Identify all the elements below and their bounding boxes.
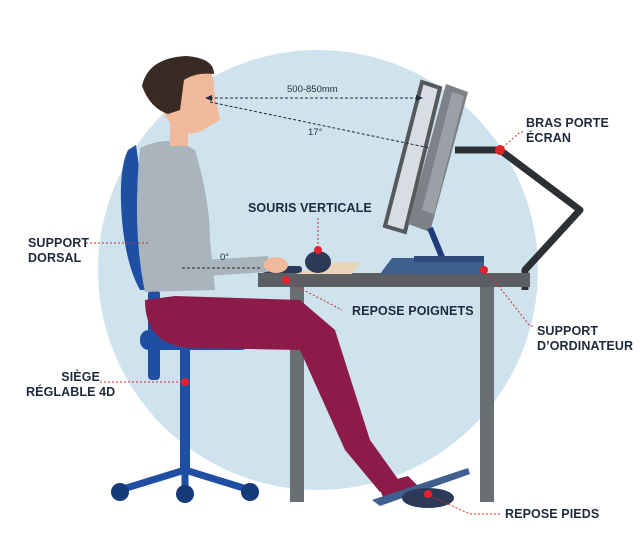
label-adjustable-seat-line-2: RÉGLABLE 4D xyxy=(26,385,116,399)
screen-angle-measurement: 17° xyxy=(308,127,323,138)
desk xyxy=(258,246,530,502)
label-wrist-rest: REPOSE POIGNETS xyxy=(352,304,474,318)
label-back-support-line-2: DORSAL xyxy=(28,251,82,265)
mouse-marker xyxy=(314,246,322,254)
label-monitor-arm: BRAS PORTE ÉCRAN xyxy=(526,116,609,146)
seat-marker xyxy=(181,378,189,386)
label-back-support: SUPPORT DORSAL xyxy=(28,236,89,266)
person xyxy=(136,56,424,500)
label-laptop-stand-line-2: D’ORDINATEUR xyxy=(537,339,634,353)
foot-rest xyxy=(372,468,470,508)
distance-measurement: 500-850mm xyxy=(287,84,338,95)
label-laptop-stand-line-1: SUPPORT xyxy=(537,324,599,338)
label-laptop-stand: SUPPORT D’ORDINATEUR xyxy=(537,324,633,354)
label-foot-rest: REPOSE PIEDS xyxy=(505,507,600,521)
monitors xyxy=(382,79,468,265)
label-vertical-mouse: SOURIS VERTICALE xyxy=(248,201,372,215)
sight-lines xyxy=(182,95,431,269)
label-adjustable-seat-line-1: SIÈGE xyxy=(61,370,100,384)
laptop-stand-marker xyxy=(480,266,488,274)
label-monitor-arm-line-1: BRAS PORTE xyxy=(526,116,609,130)
forearm-angle-measurement: 0° xyxy=(220,252,230,263)
label-back-support-line-1: SUPPORT xyxy=(28,236,90,250)
label-adjustable-seat: SIÈGE RÉGLABLE 4D xyxy=(26,370,116,400)
label-monitor-arm-line-2: ÉCRAN xyxy=(526,131,571,145)
leader-lines xyxy=(86,131,534,515)
